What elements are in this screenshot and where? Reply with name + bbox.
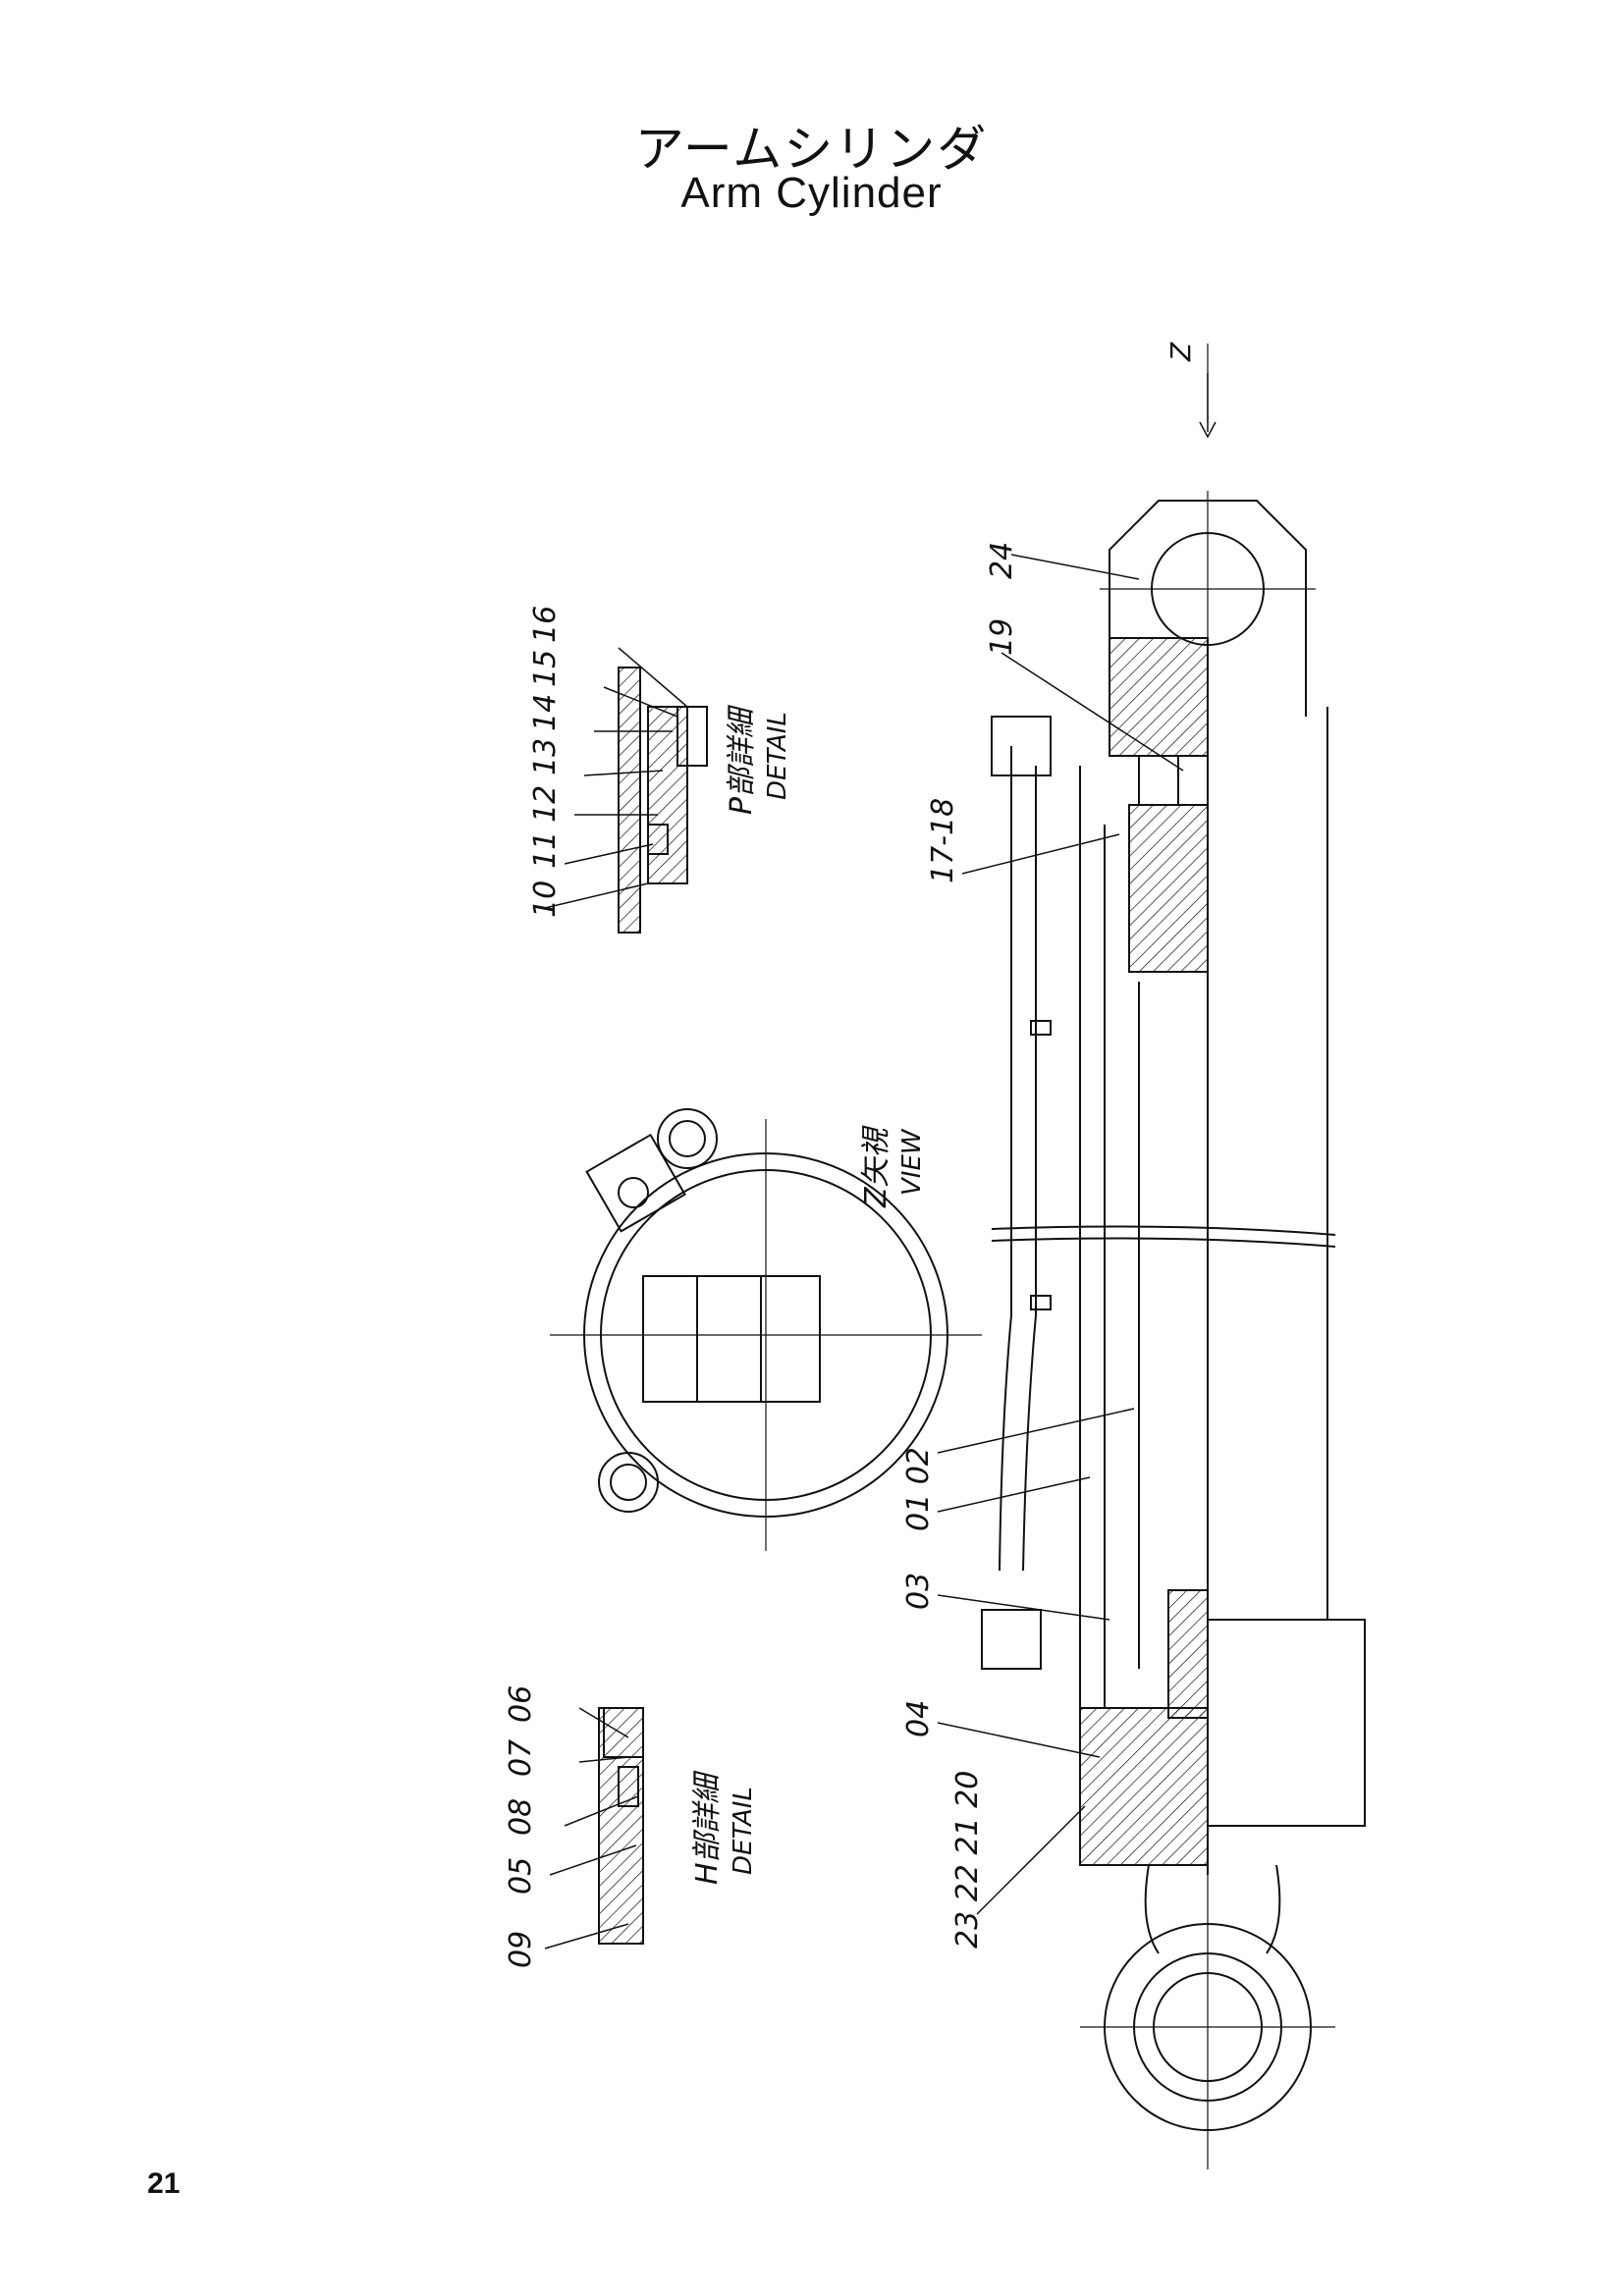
callout-11: 11: [528, 831, 563, 869]
detail-h-label-jp: H部詳細: [690, 1770, 725, 1885]
detail-p-label-en: DETAIL: [763, 712, 792, 800]
view-z-label-en: VIEW: [897, 1128, 927, 1196]
center-lines: [1080, 344, 1335, 2169]
detail-p-drawing: [618, 667, 708, 934]
leader-lines: [544, 554, 1184, 1949]
detail-h-label-en: DETAIL: [729, 1787, 758, 1875]
callout-17-18: 17-18: [926, 798, 960, 883]
callout-14: 14: [528, 694, 563, 731]
title-english: Arm Cylinder: [680, 169, 943, 217]
callout-13: 13: [528, 738, 563, 775]
callout-23-22-21-20: 23 22 21 20: [950, 1771, 985, 1949]
detail-p-label-jp: P部詳細: [725, 705, 759, 815]
detail-h-drawing: [598, 1707, 644, 1945]
callout-19: 19: [985, 618, 1019, 656]
callout-15: 15: [528, 650, 563, 687]
callout-09: 09: [504, 1931, 538, 1968]
callout-10: 10: [528, 881, 563, 918]
title-japanese: アームシリンダ: [634, 121, 989, 178]
view-z-marker: [1199, 373, 1217, 439]
callout-16: 16: [528, 606, 563, 643]
callout-07: 07: [504, 1739, 538, 1777]
main-cylinder: [981, 500, 1366, 2131]
callout-05: 05: [504, 1857, 538, 1895]
view-z-drawing: [550, 1108, 982, 1551]
callout-01-02: 01 02: [901, 1447, 936, 1531]
callout-12: 12: [528, 785, 563, 823]
view-z-letter: Z: [1164, 342, 1197, 362]
page-number: 21: [147, 2167, 181, 2200]
callout-08: 08: [504, 1798, 538, 1836]
callout-06: 06: [504, 1685, 538, 1723]
callout-24: 24: [985, 542, 1019, 579]
callout-04: 04: [901, 1700, 936, 1737]
callout-03: 03: [901, 1573, 936, 1610]
view-z-label-jp: Z矢視: [859, 1124, 893, 1208]
